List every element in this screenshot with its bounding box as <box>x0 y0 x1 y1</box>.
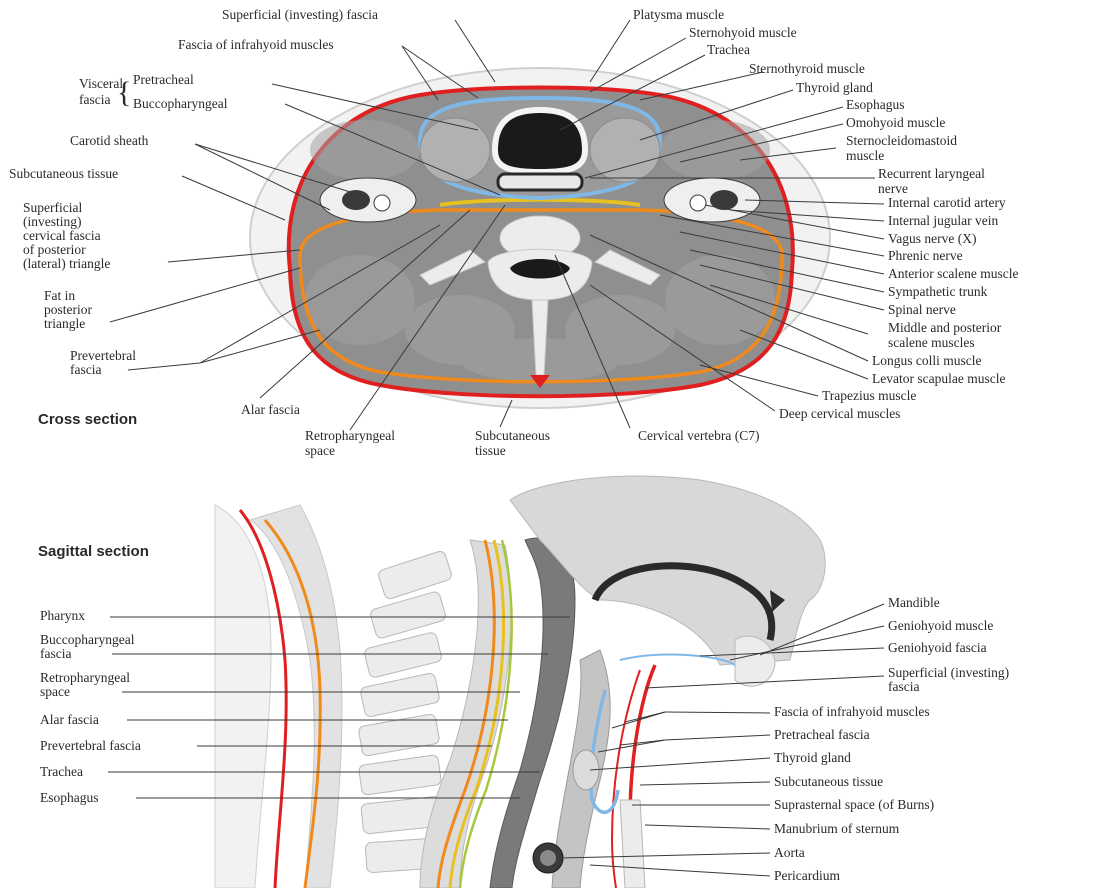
label-carotid-sheath: Carotid sheath <box>70 133 149 148</box>
label-esophagus-sag: Esophagus <box>40 790 99 805</box>
cross-section-artwork <box>250 68 830 408</box>
label-recurrent-laryngeal-nerve: nerve <box>878 181 908 196</box>
label-subcutaneous-bottom: Subcutaneous <box>475 428 550 443</box>
label-pretracheal: Pretracheal <box>133 72 194 87</box>
label-trapezius: Trapezius muscle <box>822 388 916 403</box>
label-subcutaneous-tissue-left: Subcutaneous tissue <box>9 166 118 181</box>
label-deep-cervical: Deep cervical muscles <box>779 406 900 421</box>
label-cervical-vertebra: Cervical vertebra (C7) <box>638 428 759 443</box>
label-spinal-nerve: Spinal nerve <box>888 302 956 317</box>
label-subcutaneous-bottom-tissue: tissue <box>475 443 506 458</box>
label-superficial-cervical-2: (investing) <box>23 214 82 229</box>
label-retropharyngeal-1: Retropharyngeal <box>40 670 130 685</box>
label-geniohyoid-fascia: Geniohyoid fascia <box>888 640 987 655</box>
label-trachea-sag: Trachea <box>40 764 83 779</box>
label-mandible: Mandible <box>888 595 940 610</box>
label-middle-posterior-scalene: Middle and posterior <box>888 320 1002 335</box>
label-internal-carotid: Internal carotid artery <box>888 195 1006 210</box>
label-fascia-infrahyoid: Fascia of infrahyoid muscles <box>178 37 334 52</box>
label-geniohyoid-muscle: Geniohyoid muscle <box>888 618 993 633</box>
label-superficial-investing-sag: Superficial (investing) <box>888 665 1009 680</box>
label-internal-jugular: Internal jugular vein <box>888 213 998 228</box>
label-recurrent-laryngeal: Recurrent laryngeal <box>878 166 985 181</box>
label-platysma-muscle: Platysma muscle <box>633 7 724 22</box>
label-visceral-fascia: fascia <box>79 92 110 107</box>
label-superficial-cervical-4: of posterior <box>23 242 86 257</box>
label-suprasternal-space: Suprasternal space (of Burns) <box>774 797 934 812</box>
cross-section-title: Cross section <box>38 411 137 428</box>
label-pharynx: Pharynx <box>40 608 85 623</box>
label-prevertebral: Prevertebral <box>70 348 136 363</box>
label-aorta: Aorta <box>774 845 805 860</box>
label-superficial-cervical-1: Superficial <box>23 200 82 215</box>
label-fat-in: Fat in <box>44 288 75 303</box>
label-fascia-infrahyoid-sag: Fascia of infrahyoid muscles <box>774 704 930 719</box>
label-superficial-investing-fascia: Superficial (investing) fascia <box>222 7 378 22</box>
label-buccopharyngeal: Buccopharyngeal <box>133 96 228 111</box>
label-retropharyngeal-space: space <box>305 443 335 458</box>
label-trachea-cross: Trachea <box>707 42 750 57</box>
label-thyroid-gland-sag: Thyroid gland <box>774 750 851 765</box>
label-anterior-scalene: Anterior scalene muscle <box>888 266 1018 281</box>
carotid-sheath-left <box>320 178 416 222</box>
label-esophagus-cross: Esophagus <box>846 97 905 112</box>
label-retropharyngeal: Retropharyngeal <box>305 428 395 443</box>
visceral-brace: { <box>117 76 131 109</box>
label-buccopharyngeal-1: Buccopharyngeal <box>40 632 135 647</box>
label-pericardium: Pericardium <box>774 868 840 883</box>
label-subcutaneous-tissue-sag: Subcutaneous tissue <box>774 774 883 789</box>
label-sternohyoid-muscle: Sternohyoid muscle <box>689 25 797 40</box>
label-superficial-investing-sag-fascia: fascia <box>888 679 919 694</box>
label-alar-fascia-cross: Alar fascia <box>241 402 300 417</box>
label-fat-posterior: posterior <box>44 302 92 317</box>
label-levator-scapulae: Levator scapulae muscle <box>872 371 1005 386</box>
label-sternothyroid-muscle: Sternothyroid muscle <box>749 61 865 76</box>
label-sternocleidomastoid-muscle: muscle <box>846 148 884 163</box>
label-alar-fascia-sag: Alar fascia <box>40 712 99 727</box>
label-pretracheal-fascia-sag: Pretracheal fascia <box>774 727 870 742</box>
label-prevertebral-fascia-sag: Prevertebral fascia <box>40 738 141 753</box>
label-manubrium: Manubrium of sternum <box>774 821 900 836</box>
label-thyroid-gland-cross: Thyroid gland <box>796 80 873 95</box>
label-superficial-cervical-3: cervical fascia <box>23 228 101 243</box>
label-buccopharyngeal-fascia: fascia <box>40 646 71 661</box>
sagittal-section-artwork <box>215 476 825 888</box>
label-fat-triangle: triangle <box>44 316 85 331</box>
label-longus-colli: Longus colli muscle <box>872 353 981 368</box>
sagittal-section-title: Sagittal section <box>38 543 149 560</box>
label-retropharyngeal-space-sag: space <box>40 684 70 699</box>
label-superficial-cervical-5: (lateral) triangle <box>23 256 110 271</box>
label-phrenic-nerve: Phrenic nerve <box>888 248 963 263</box>
label-prevertebral-fascia: fascia <box>70 362 101 377</box>
label-sympathetic-trunk: Sympathetic trunk <box>888 284 988 299</box>
label-scalene-muscles: scalene muscles <box>888 335 975 350</box>
trachea-shape <box>495 110 585 172</box>
label-sternocleidomastoid: Sternocleidomastoid <box>846 133 957 148</box>
label-omohyoid-muscle: Omohyoid muscle <box>846 115 945 130</box>
label-vagus-nerve: Vagus nerve (X) <box>888 231 976 246</box>
